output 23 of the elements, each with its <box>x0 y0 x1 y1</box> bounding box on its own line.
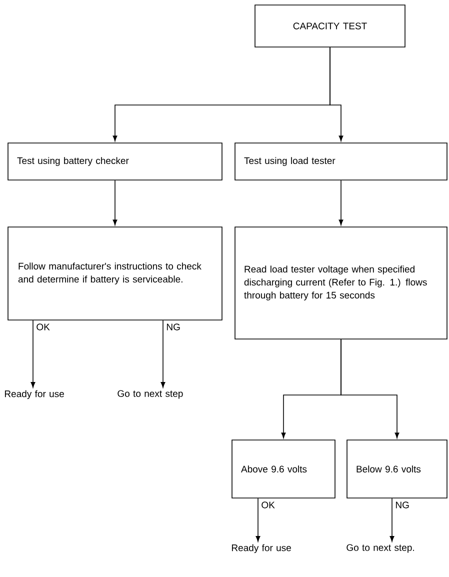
process-box: Read load tester voltage when specified discharging current (Refer to Fig. 1.) flows through battery for 15 seconds <box>234 226 448 340</box>
edge-label: NG <box>165 322 182 332</box>
outcome-text: Go to next step. <box>346 544 414 553</box>
process-box: Test using battery checker <box>8 142 222 180</box>
edge-label: OK <box>35 322 51 332</box>
process-box: Above 9.6 volts <box>232 440 336 498</box>
arrow <box>330 47 344 142</box>
process-box: Below 9.6 volts <box>346 440 448 498</box>
arrow <box>112 180 118 226</box>
outcome-text: Ready for use <box>4 390 64 400</box>
arrow <box>256 498 260 542</box>
arrow <box>340 339 400 438</box>
outcome-text: Ready for use <box>232 544 291 554</box>
arrow <box>160 320 166 388</box>
process-box: Follow manufacturer's instructions to check and determine if battery is serviceable. <box>8 226 222 320</box>
edge-label: NG <box>394 500 410 510</box>
outcome-text: Go to next step <box>118 390 183 399</box>
title-box: CAPACITY TEST <box>254 4 406 48</box>
edge-label: OK <box>260 500 276 510</box>
arrow <box>338 180 344 226</box>
arrow <box>30 320 36 388</box>
arrow <box>390 498 394 542</box>
process-box: Test using load tester <box>234 142 448 180</box>
